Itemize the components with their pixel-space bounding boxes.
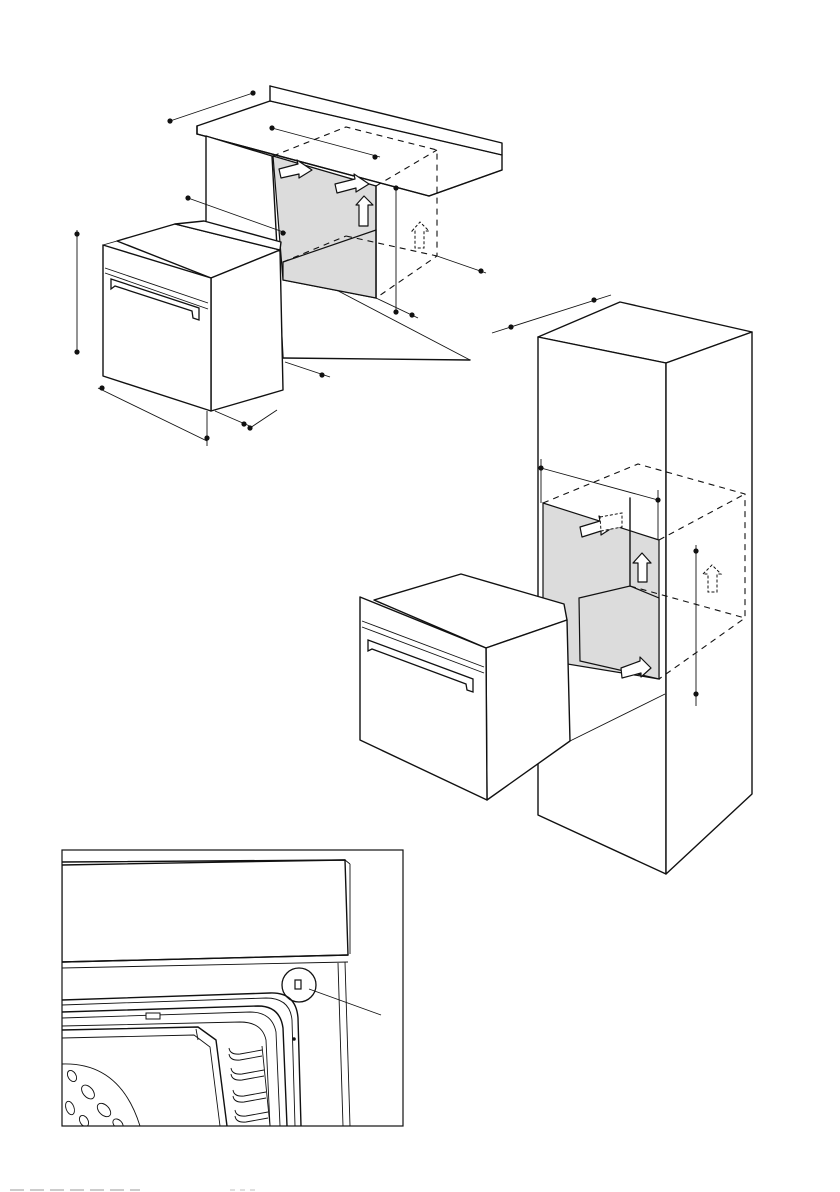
dimension-dot-icon xyxy=(591,297,596,302)
dimension-dot-icon xyxy=(372,154,377,159)
hinge-tab xyxy=(146,1013,160,1019)
dimension-dot-icon xyxy=(241,421,246,426)
dimension-dot-icon xyxy=(393,309,398,314)
fixing-clip xyxy=(295,980,301,989)
dimension-dot-icon xyxy=(185,195,190,200)
tall-unit-side xyxy=(666,332,752,874)
tall-unit-installation xyxy=(360,295,752,874)
fixing-detail-inset xyxy=(62,850,403,1131)
dimension-dot-icon xyxy=(74,349,79,354)
oven-side xyxy=(211,250,283,411)
dimension-dot-icon xyxy=(393,185,398,190)
dimension-dot-icon xyxy=(319,372,324,377)
dimension-dot-icon xyxy=(247,425,252,430)
dimension-dot-icon xyxy=(250,90,255,95)
dimension-dot-icon xyxy=(269,125,274,130)
dimension-dot-icon xyxy=(280,230,285,235)
dimension-dot-icon xyxy=(99,385,104,390)
dimension-dot-icon xyxy=(167,118,172,123)
under-counter-installation xyxy=(74,86,502,446)
dimension-dot-icon xyxy=(478,268,483,273)
dimension-dot-icon xyxy=(508,324,513,329)
dimension-dot-icon xyxy=(74,231,79,236)
airflow-arrow-icon xyxy=(412,222,429,248)
inset-top-block xyxy=(62,860,348,962)
dimension-dot-icon xyxy=(693,548,698,553)
dimension-dot-icon xyxy=(409,312,414,317)
dimension-dot-icon xyxy=(693,691,698,696)
page-footer-marks xyxy=(0,1187,840,1192)
